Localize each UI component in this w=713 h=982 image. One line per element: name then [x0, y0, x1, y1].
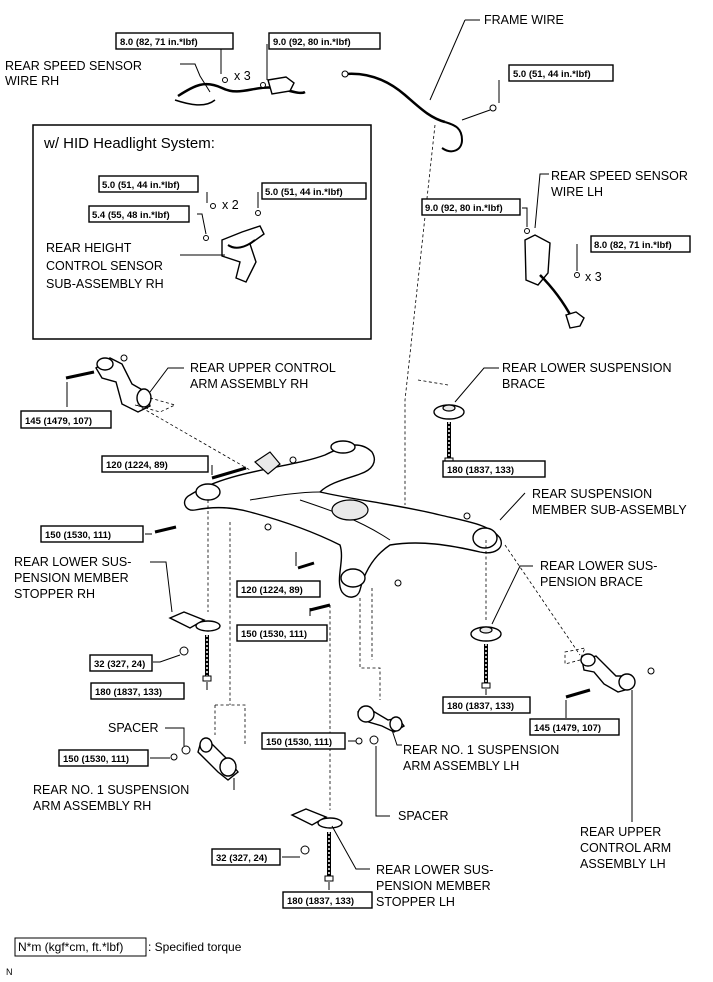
label-stopper-rh-line3: STOPPER RH: [14, 587, 95, 601]
qty-x3-rh: x 3: [234, 69, 251, 83]
torque-t21: 32 (327, 24): [216, 853, 267, 864]
label-arm1-lh-line2: ARM ASSEMBLY LH: [403, 759, 519, 773]
qty-x3-lh: x 3: [585, 270, 602, 284]
rear-lower-suspension-member-stopper-lh-drawing: [290, 808, 343, 882]
label-speed-sensor-rh-line2: WIRE RH: [5, 74, 59, 88]
label-stopper-lh-line2: PENSION MEMBER: [376, 879, 491, 893]
label-arm1-rh-line2: ARM ASSEMBLY RH: [33, 799, 151, 813]
legend-unit-box: N*m (kgf*cm, ft.*lbf): [18, 940, 123, 954]
label-arm1-lh-line1: REAR NO. 1 SUSPENSION: [403, 743, 559, 757]
rear-speed-sensor-wire-lh-drawing: [524, 228, 585, 329]
torque-t18: 145 (1479, 107): [534, 723, 601, 734]
alignment-lines: [134, 124, 586, 810]
rear-speed-sensor-wire-rh-drawing: [174, 76, 306, 106]
label-stopper-rh-line1: REAR LOWER SUS-: [14, 555, 131, 569]
torque-t17: 180 (1837, 133): [447, 701, 514, 712]
label-upper-arm-rh-line1: REAR UPPER CONTROL: [190, 361, 336, 375]
torque-t03: 5.0 (51, 44 in.*lbf): [513, 69, 591, 80]
rear-upper-control-arm-rh-drawing: [65, 354, 152, 413]
label-stopper-rh-line2: PENSION MEMBER: [14, 571, 129, 585]
label-lower-brace-top-line1: REAR LOWER SUSPENSION: [502, 361, 671, 375]
member-bolts: [154, 456, 471, 612]
label-lower-brace-mid-line1: REAR LOWER SUS-: [540, 559, 657, 573]
torque-t08: 8.0 (82, 71 in.*lbf): [594, 240, 672, 251]
torque-t13: 120 (1224, 89): [241, 585, 303, 596]
qty-x2-hid: x 2: [222, 198, 239, 212]
torque-t04: 5.0 (51, 44 in.*lbf): [102, 180, 180, 191]
rear-upper-control-arm-lh-drawing: [565, 653, 655, 699]
label-member-line2: MEMBER SUB-ASSEMBLY: [532, 503, 687, 517]
rear-no1-suspension-arm-rh-drawing: [170, 737, 239, 781]
torque-boxes: 8.0 (82, 71 in.*lbf) 9.0 (92, 80 in.*lbf…: [20, 32, 691, 909]
torque-t19: 150 (1530, 111): [266, 737, 332, 748]
torque-t01: 8.0 (82, 71 in.*lbf): [120, 37, 198, 48]
hid-title: w/ HID Headlight System:: [43, 135, 215, 152]
legend: N*m (kgf*cm, ft.*lbf) : Specified torque…: [6, 937, 242, 977]
label-height-sensor-line2: CONTROL SENSOR: [46, 259, 163, 273]
torque-t02: 9.0 (92, 80 in.*lbf): [273, 37, 351, 48]
torque-t14: 150 (1530, 111): [241, 629, 307, 640]
label-stopper-lh-line3: STOPPER LH: [376, 895, 455, 909]
rear-height-control-sensor-drawing: [203, 203, 265, 283]
hid-inset-frame: [32, 124, 372, 340]
rear-suspension-member-drawing: [183, 440, 502, 598]
label-upper-arm-lh-line3: ASSEMBLY LH: [580, 857, 666, 871]
torque-t05: 5.0 (51, 44 in.*lbf): [265, 187, 343, 198]
frame-wire-drawing: [341, 70, 497, 153]
torque-t12: 150 (1530, 111): [45, 530, 111, 541]
label-spacer-lh: SPACER: [398, 809, 448, 823]
torque-t10: 120 (1224, 89): [106, 460, 168, 471]
corner-mark: N: [6, 967, 13, 977]
leader-lines: [66, 19, 633, 890]
torque-t15: 32 (327, 24): [94, 659, 145, 670]
quantity-marks: x 3 x 2 x 3: [222, 69, 602, 284]
torque-t16: 180 (1837, 133): [95, 687, 162, 698]
torque-t22: 180 (1837, 133): [287, 896, 354, 907]
label-stopper-lh-line1: REAR LOWER SUS-: [376, 863, 493, 877]
rear-lower-suspension-brace-mid-drawing: [470, 626, 502, 689]
label-lower-brace-top-line2: BRACE: [502, 377, 545, 391]
torque-t09: 145 (1479, 107): [25, 416, 92, 427]
label-spacer-rh: SPACER: [108, 721, 158, 735]
label-upper-arm-lh-line2: CONTROL ARM: [580, 841, 671, 855]
label-speed-sensor-rh-line1: REAR SPEED SENSOR: [5, 59, 142, 73]
rear-lower-suspension-member-stopper-rh-drawing: [168, 611, 221, 682]
label-speed-sensor-lh-line1: REAR SPEED SENSOR: [551, 169, 688, 183]
label-frame-wire: FRAME WIRE: [484, 13, 564, 27]
label-lower-brace-mid-line2: PENSION BRACE: [540, 575, 643, 589]
part-labels: FRAME WIRE REAR SPEED SENSOR WIRE RH REA…: [5, 13, 688, 909]
rear-no1-suspension-arm-lh-drawing: [355, 705, 406, 745]
label-speed-sensor-lh-line2: WIRE LH: [551, 185, 603, 199]
torque-t07: 9.0 (92, 80 in.*lbf): [425, 203, 503, 214]
label-height-sensor-line1: REAR HEIGHT: [46, 241, 132, 255]
torque-t06: 5.4 (55, 48 in.*lbf): [92, 210, 170, 221]
legend-description: : Specified torque: [148, 940, 242, 954]
torque-t20: 150 (1530, 111): [63, 754, 129, 765]
torque-t11: 180 (1837, 133): [447, 465, 514, 476]
label-height-sensor-line3: SUB-ASSEMBLY RH: [46, 277, 164, 291]
rear-lower-suspension-brace-top-drawing: [433, 404, 465, 464]
label-member-line1: REAR SUSPENSION: [532, 487, 652, 501]
label-arm1-rh-line1: REAR NO. 1 SUSPENSION: [33, 783, 189, 797]
label-upper-arm-lh-line1: REAR UPPER: [580, 825, 661, 839]
label-upper-arm-rh-line2: ARM ASSEMBLY RH: [190, 377, 308, 391]
